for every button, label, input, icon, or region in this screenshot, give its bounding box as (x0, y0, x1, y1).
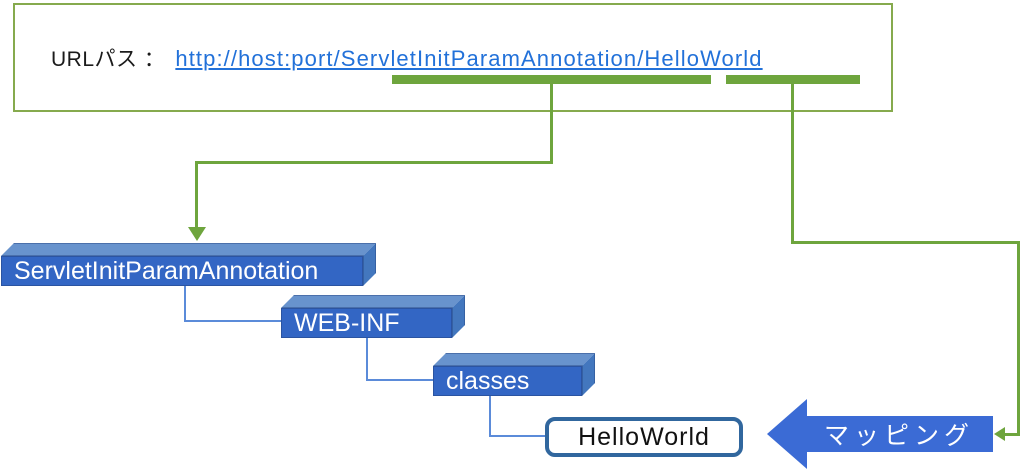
context-arrow-segment-down2 (195, 161, 198, 228)
folder-label: ServletInitParamAnnotation (1, 256, 363, 286)
url-path-label: URLパス ： (51, 48, 166, 71)
cube-side-face (452, 295, 465, 338)
folder-label: WEB-INF (281, 308, 452, 338)
cube-top-face (433, 353, 595, 366)
tree-connector (489, 435, 545, 437)
url-link[interactable]: http://host:port/ServletInitParamAnnotat… (175, 46, 763, 71)
servlet-arrowhead-left-icon (994, 427, 1005, 441)
mapping-arrow: マッピング (767, 399, 993, 469)
cube-top-face (1, 243, 376, 256)
servlet-arrow-segment-down (791, 84, 794, 244)
folder-box-web-inf: WEB-INF (281, 295, 465, 338)
mapping-arrow-label: マッピング (805, 416, 993, 452)
servlet-arrow-segment-left (1005, 433, 1020, 436)
context-arrowhead-down-icon (188, 227, 206, 241)
url-line: URLパス ： http://host:port/ServletInitPara… (51, 43, 763, 73)
class-box-hello-world: HelloWorld (545, 417, 743, 457)
folder-box-servlet-init-param-annotation: ServletInitParamAnnotation (1, 243, 376, 286)
tree-connector (366, 379, 433, 381)
tree-connector (184, 286, 186, 322)
url-panel: URLパス ： http://host:port/ServletInitPara… (13, 3, 893, 112)
servlet-arrow-segment-right (791, 241, 1020, 244)
cube-top-face (281, 295, 465, 308)
servlet-arrow-segment-down2 (1017, 241, 1020, 436)
context-arrow-segment-down (550, 84, 553, 164)
cube-side-face (363, 243, 376, 286)
folder-box-classes: classes (433, 353, 595, 396)
mapping-arrowhead-left-icon (767, 399, 807, 469)
folder-label: classes (433, 366, 582, 396)
servlet-path-underline-bar (726, 75, 860, 84)
cube-side-face (582, 353, 595, 396)
context-path-underline-bar (392, 75, 711, 84)
tree-connector (366, 338, 368, 381)
tree-connector (489, 396, 491, 437)
tree-connector (184, 320, 281, 322)
context-arrow-segment-left (195, 161, 553, 164)
